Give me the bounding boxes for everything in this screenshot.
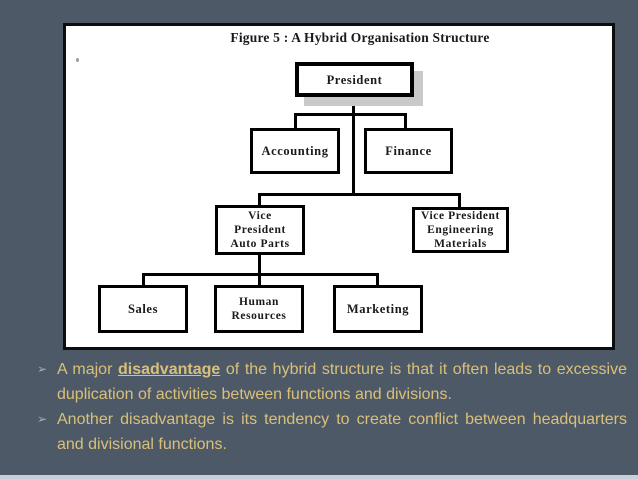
bullet-list: ➢ A major disadvantage of the hybrid str… <box>0 357 638 457</box>
org-node-vp-auto-parts: Vice President Auto Parts <box>215 205 305 255</box>
org-node-label: Vice President Engineering Materials <box>421 210 500 250</box>
bullet-arrow-icon: ➢ <box>37 412 48 426</box>
connector-level1-hline <box>294 113 407 116</box>
org-node-label: Marketing <box>346 302 410 316</box>
org-node-finance: Finance <box>364 128 453 174</box>
org-node-label: Finance <box>385 144 432 158</box>
bullet-item-1: ➢ A major disadvantage of the hybrid str… <box>37 357 628 407</box>
connector-level2-hline <box>258 193 461 196</box>
connector-hr-drop <box>258 273 261 286</box>
connector-finance-drop <box>404 113 407 129</box>
bullet-item-2: ➢ Another disadvantage is its tendency t… <box>37 407 627 457</box>
connector-vp-auto-vline <box>258 255 261 276</box>
bullet-arrow-icon: ➢ <box>37 362 48 376</box>
org-node-sales: Sales <box>98 285 188 333</box>
org-node-label: Vice President Auto Parts <box>230 210 290 250</box>
bullet-text: Another disadvantage is its tendency to … <box>57 411 627 453</box>
org-node-label: President <box>326 72 383 87</box>
org-node-label: Accounting <box>261 144 329 158</box>
connector-vp-auto-drop <box>258 193 261 206</box>
bottom-edge-strip <box>0 475 638 479</box>
connector-marketing-drop <box>376 273 379 286</box>
connector-president-vline <box>352 96 355 195</box>
connector-sales-drop <box>142 273 145 286</box>
bullet-text-suffix: of the hybrid structure is that it often… <box>57 361 628 403</box>
org-node-accounting: Accounting <box>250 128 340 174</box>
bullet-text-prefix: A major <box>57 361 119 378</box>
org-node-human-resources: Human Resources <box>214 285 304 333</box>
highlighted-word: disadvantage <box>118 361 221 378</box>
figure-title: Figure 5 : A Hybrid Organisation Structu… <box>230 30 490 45</box>
org-node-vp-engineering-materials: Vice President Engineering Materials <box>412 207 509 253</box>
connector-accounting-drop <box>294 113 297 129</box>
org-node-marketing: Marketing <box>333 285 423 333</box>
org-node-president: President <box>295 62 414 97</box>
connector-vp-eng-drop <box>458 193 461 208</box>
org-node-label: Sales <box>127 302 159 316</box>
org-node-label: Human Resources <box>231 296 287 322</box>
stray-mark <box>76 58 79 62</box>
